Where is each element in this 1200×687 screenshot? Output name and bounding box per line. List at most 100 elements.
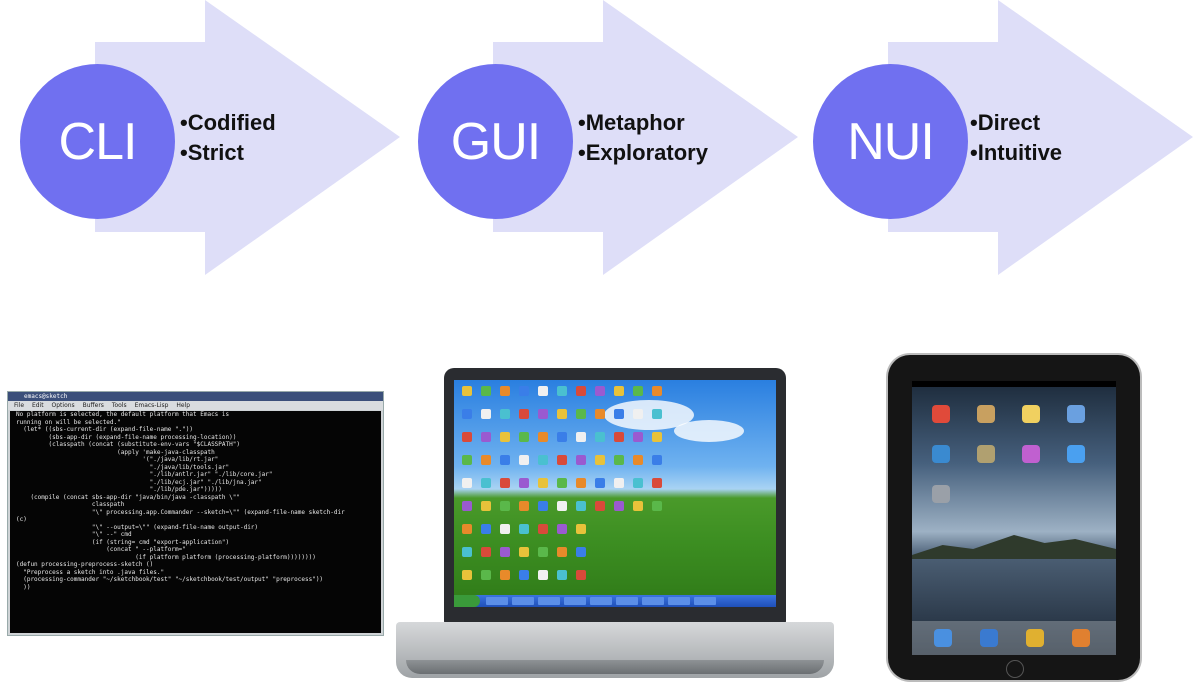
desktop-icon [462, 478, 472, 488]
bullet-item: Metaphor [578, 108, 708, 138]
desktop-icon [633, 455, 643, 465]
stage-bullets-cli: Codified Strict [180, 108, 276, 168]
desktop-icon [500, 570, 510, 580]
desktop-icon [519, 478, 529, 488]
laptop-base [396, 622, 834, 678]
desktop-icon [576, 570, 586, 580]
desktop-icon [557, 386, 567, 396]
terminal-menu-item: Help [176, 402, 191, 409]
bullet-text: Direct [977, 110, 1041, 135]
stage-circle-cli: CLI [20, 64, 175, 219]
desktop-icon [481, 524, 491, 534]
stage-bullets-nui: Direct Intuitive [970, 108, 1062, 168]
taskbar-item [590, 597, 612, 605]
tablet-screen [912, 381, 1116, 655]
taskbar-item [538, 597, 560, 605]
desktop-icon [481, 547, 491, 557]
desktop-icon [557, 455, 567, 465]
terminal-menu-item: Emacs-Lisp [134, 402, 169, 409]
desktop-icon [519, 547, 529, 557]
desktop-icon [633, 386, 643, 396]
desktop-icon [595, 386, 605, 396]
desktop-icon [462, 524, 472, 534]
desktop-icon [633, 501, 643, 511]
laptop-front-edge [406, 660, 824, 674]
terminal-title: emacs@sketch [8, 392, 383, 401]
bullet-item: Intuitive [970, 138, 1062, 168]
desktop-icon [519, 455, 529, 465]
taskbar-item [512, 597, 534, 605]
dock-app-icon [1026, 629, 1044, 647]
desktop-icon [538, 455, 548, 465]
desktop-icon [595, 409, 605, 419]
desktop-icon [576, 478, 586, 488]
terminal-code-line: (if (string= cmd "export-application") [16, 538, 230, 546]
desktop-icon [462, 386, 472, 396]
taskbar-item [694, 597, 716, 605]
bullet-text: Intuitive [977, 140, 1063, 165]
terminal-code-line: '("./java/lib/rt.jar" [16, 456, 219, 463]
desktop-icon [500, 432, 510, 442]
desktop-icon [500, 478, 510, 488]
desktop-icon [481, 501, 491, 511]
desktop-icon [595, 432, 605, 442]
terminal-menu-bar: File Edit Options Buffers Tools Emacs-Li… [8, 401, 383, 410]
bullet-text: Metaphor [585, 110, 685, 135]
terminal-code-line: "\" processing.app.Commander --sketch=\"… [16, 508, 345, 516]
terminal-code-line: No platform is selected, the default pla… [16, 411, 230, 418]
terminal-code-line: (let* ((sbs-current-dir (expand-file-nam… [16, 426, 194, 433]
stage-bullets-gui: Metaphor Exploratory [578, 108, 708, 168]
desktop-icon [557, 547, 567, 557]
desktop-icon [614, 501, 624, 511]
stage-label-cli: CLI [58, 112, 138, 171]
stage-circle-gui: GUI [418, 64, 573, 219]
desktop-icon [652, 386, 662, 396]
desktop-icon [633, 478, 643, 488]
desktop-icon [576, 501, 586, 511]
desktop-icon [462, 455, 472, 465]
desktop-icon [595, 478, 605, 488]
desktop-icon [557, 478, 567, 488]
home-button [1006, 660, 1024, 678]
bullet-text: Strict [187, 140, 244, 165]
taskbar [454, 595, 776, 607]
desktop-icon [576, 455, 586, 465]
desktop-icon [576, 386, 586, 396]
desktop-icon [462, 432, 472, 442]
taskbar-item [564, 597, 586, 605]
desktop-icon [652, 409, 662, 419]
desktop-icon [481, 386, 491, 396]
terminal-menu-item: Tools [111, 402, 127, 409]
desktop-icon [557, 501, 567, 511]
bullet-text: Codified [187, 110, 276, 135]
desktop-icon [576, 432, 586, 442]
terminal-menu-item: File [14, 402, 25, 409]
desktop-icon [519, 432, 529, 442]
desktop-icon [538, 386, 548, 396]
desktop-icon [481, 432, 491, 442]
desktop-icon [652, 455, 662, 465]
desktop-icon [557, 409, 567, 419]
dock-app-icon [934, 629, 952, 647]
terminal-code-line: "./lib/pde.jar"))))) [16, 486, 222, 493]
stage-label-gui: GUI [450, 112, 541, 171]
desktop-icon [557, 432, 567, 442]
desktop-icon [538, 570, 548, 580]
desktop-icon [614, 432, 624, 442]
desktop-icon [500, 409, 510, 419]
desktop-icon [538, 409, 548, 419]
desktop-icon [614, 455, 624, 465]
taskbar-item [642, 597, 664, 605]
desktop-icon [614, 409, 624, 419]
desktop-icon [500, 386, 510, 396]
desktop-screen [454, 380, 776, 607]
desktop-icon [538, 432, 548, 442]
terminal-menu-item: Options [51, 402, 75, 409]
desktop-icon [500, 547, 510, 557]
tablet-app-icon [932, 405, 950, 423]
dock-app-icon [980, 629, 998, 647]
desktop-icon [500, 455, 510, 465]
terminal-code-line: (apply 'make-java-classpath [16, 448, 215, 456]
tablet-app-icon [1067, 445, 1085, 463]
